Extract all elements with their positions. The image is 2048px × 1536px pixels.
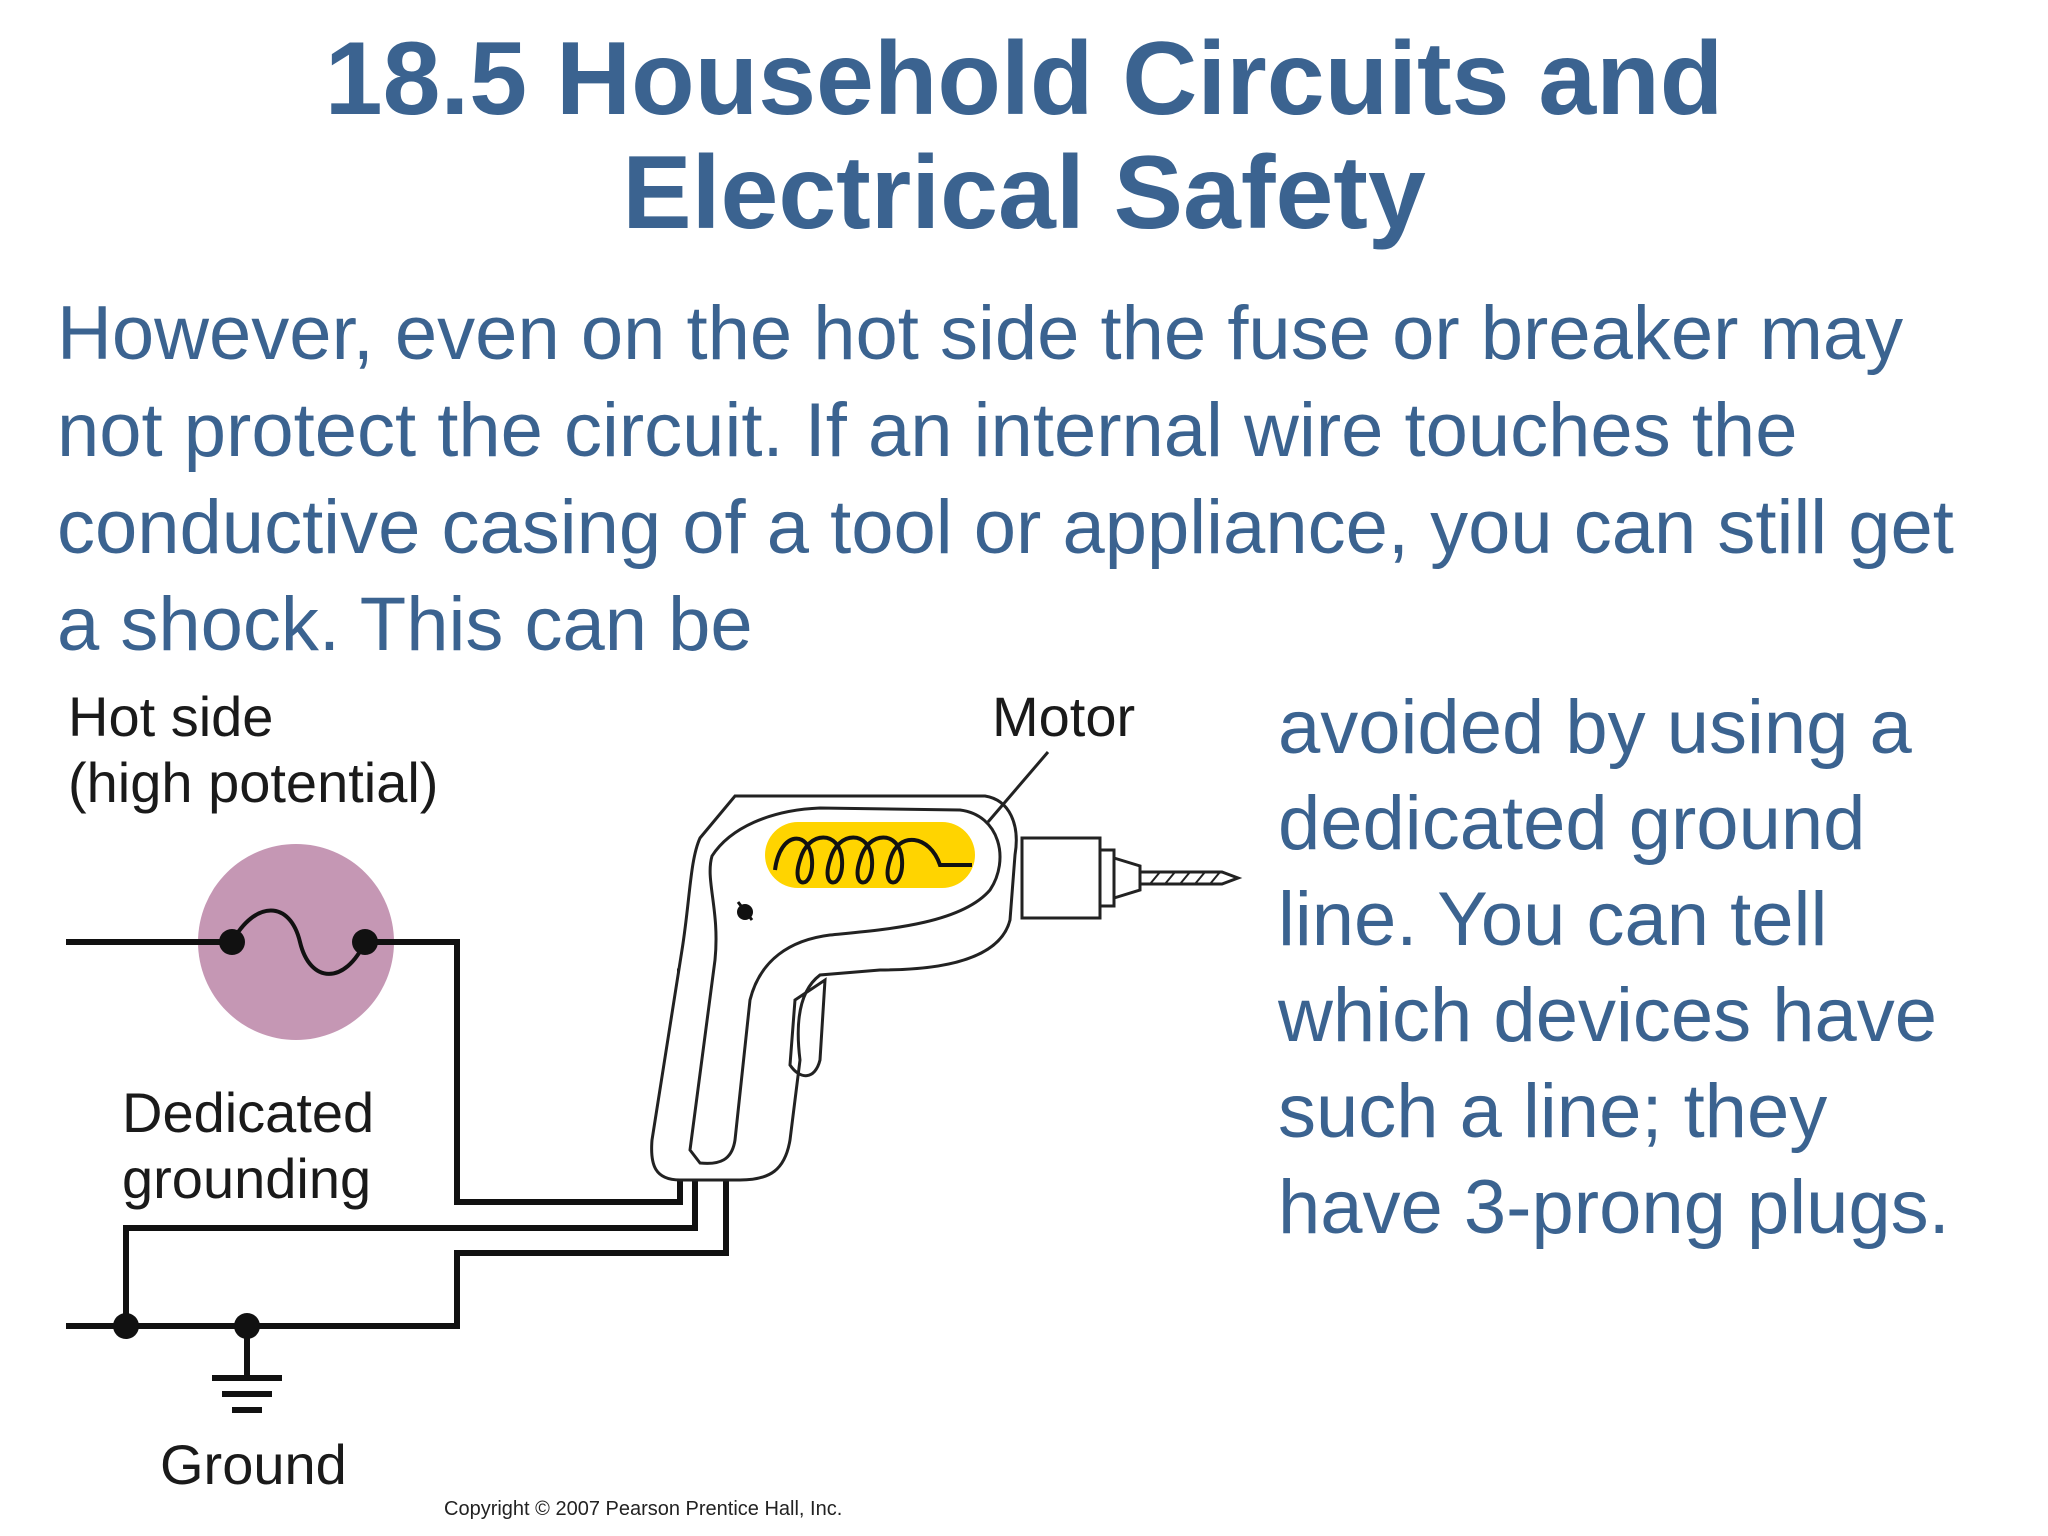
side-line-3: line. You can tell xyxy=(1278,877,1828,962)
motor-label: Motor xyxy=(992,685,1136,748)
grounding-diagram: Hot side (high potential) Motor Dedicate… xyxy=(0,660,1280,1536)
body-paragraph: However, even on the hot side the fuse o… xyxy=(57,291,1954,667)
side-paragraph: avoided by using a dedicated ground line… xyxy=(1278,680,2018,1256)
ac-source-circle xyxy=(198,844,394,1040)
hot-side-label-line-2: (high potential) xyxy=(68,751,439,814)
copyright-notice: Copyright © 2007 Pearson Prentice Hall, … xyxy=(444,1498,843,1520)
sine-wave-icon xyxy=(230,908,367,976)
contact-mark xyxy=(736,901,754,921)
grounding-label-line-2: grounding xyxy=(122,1147,372,1210)
dedicated-grounding-label: Dedicated grounding xyxy=(122,1080,374,1212)
grounding-label-line-1: Dedicated xyxy=(122,1081,375,1144)
side-line-5: such a line; they xyxy=(1278,1069,1828,1154)
coil-winding-icon xyxy=(773,835,972,885)
drill-body xyxy=(650,794,1018,1182)
title-line-2: Electrical Safety xyxy=(622,135,1426,251)
motor-pointer-line xyxy=(986,751,1050,823)
hot-side-label: Hot side (high potential) xyxy=(68,684,438,816)
circuit-drawing xyxy=(66,751,1243,1413)
drill-chuck xyxy=(1020,836,1102,920)
drill-trigger xyxy=(788,977,827,1078)
side-line-4: which devices have xyxy=(1278,973,1938,1058)
hot-side-label-line-1: Hot side xyxy=(68,685,274,748)
ground-node-left xyxy=(113,1313,139,1339)
ground-label: Ground xyxy=(160,1433,347,1496)
chuck-collar xyxy=(1098,848,1116,908)
side-line-1: avoided by using a xyxy=(1278,685,1912,770)
slide-title: 18.5 Household Circuits and Electrical S… xyxy=(0,22,2048,250)
side-line-2: dedicated ground xyxy=(1278,781,1866,866)
drill-inner-outline xyxy=(688,806,1002,1165)
bit-flutes xyxy=(1149,871,1221,885)
side-line-6: have 3-prong plugs. xyxy=(1278,1165,1950,1250)
chuck-nose xyxy=(1112,855,1142,901)
source-node-left xyxy=(219,929,245,955)
title-line-1: 18.5 Household Circuits and xyxy=(324,21,1724,137)
